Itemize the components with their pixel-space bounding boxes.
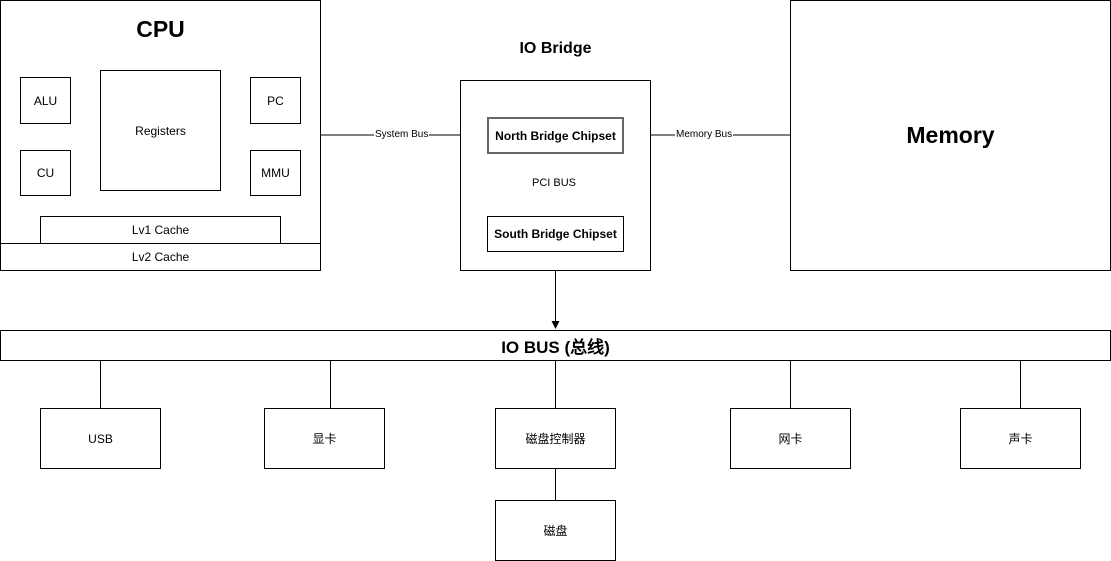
usb-device: USB: [40, 408, 161, 469]
disk-controller-device: 磁盘控制器: [495, 408, 616, 469]
io-bus-bar: IO BUS (总线): [0, 330, 1111, 361]
lv2-cache-box: Lv2 Cache: [0, 243, 321, 271]
cpu-title: CPU: [136, 16, 185, 42]
pci-bus-label: PCI BUS: [531, 177, 578, 189]
memory-bus-label: Memory Bus: [675, 129, 734, 141]
alu-box: ALU: [20, 77, 71, 124]
memory-block: Memory: [790, 0, 1111, 271]
south-bridge-chipset: South Bridge Chipset: [487, 216, 624, 252]
cu-box: CU: [20, 150, 71, 196]
gpu-device: 显卡: [264, 408, 385, 469]
disk-device: 磁盘: [495, 500, 616, 561]
nic-device: 网卡: [730, 408, 851, 469]
mmu-box: MMU: [250, 150, 301, 196]
pc-box: PC: [250, 77, 301, 124]
north-bridge-chipset: North Bridge Chipset: [487, 117, 624, 154]
system-bus-label: System Bus: [374, 129, 430, 141]
registers-box: Registers: [100, 70, 221, 191]
lv1-cache-box: Lv1 Cache: [40, 216, 281, 244]
io-bridge-title: IO Bridge: [519, 40, 592, 57]
sound-device: 声卡: [960, 408, 1081, 469]
